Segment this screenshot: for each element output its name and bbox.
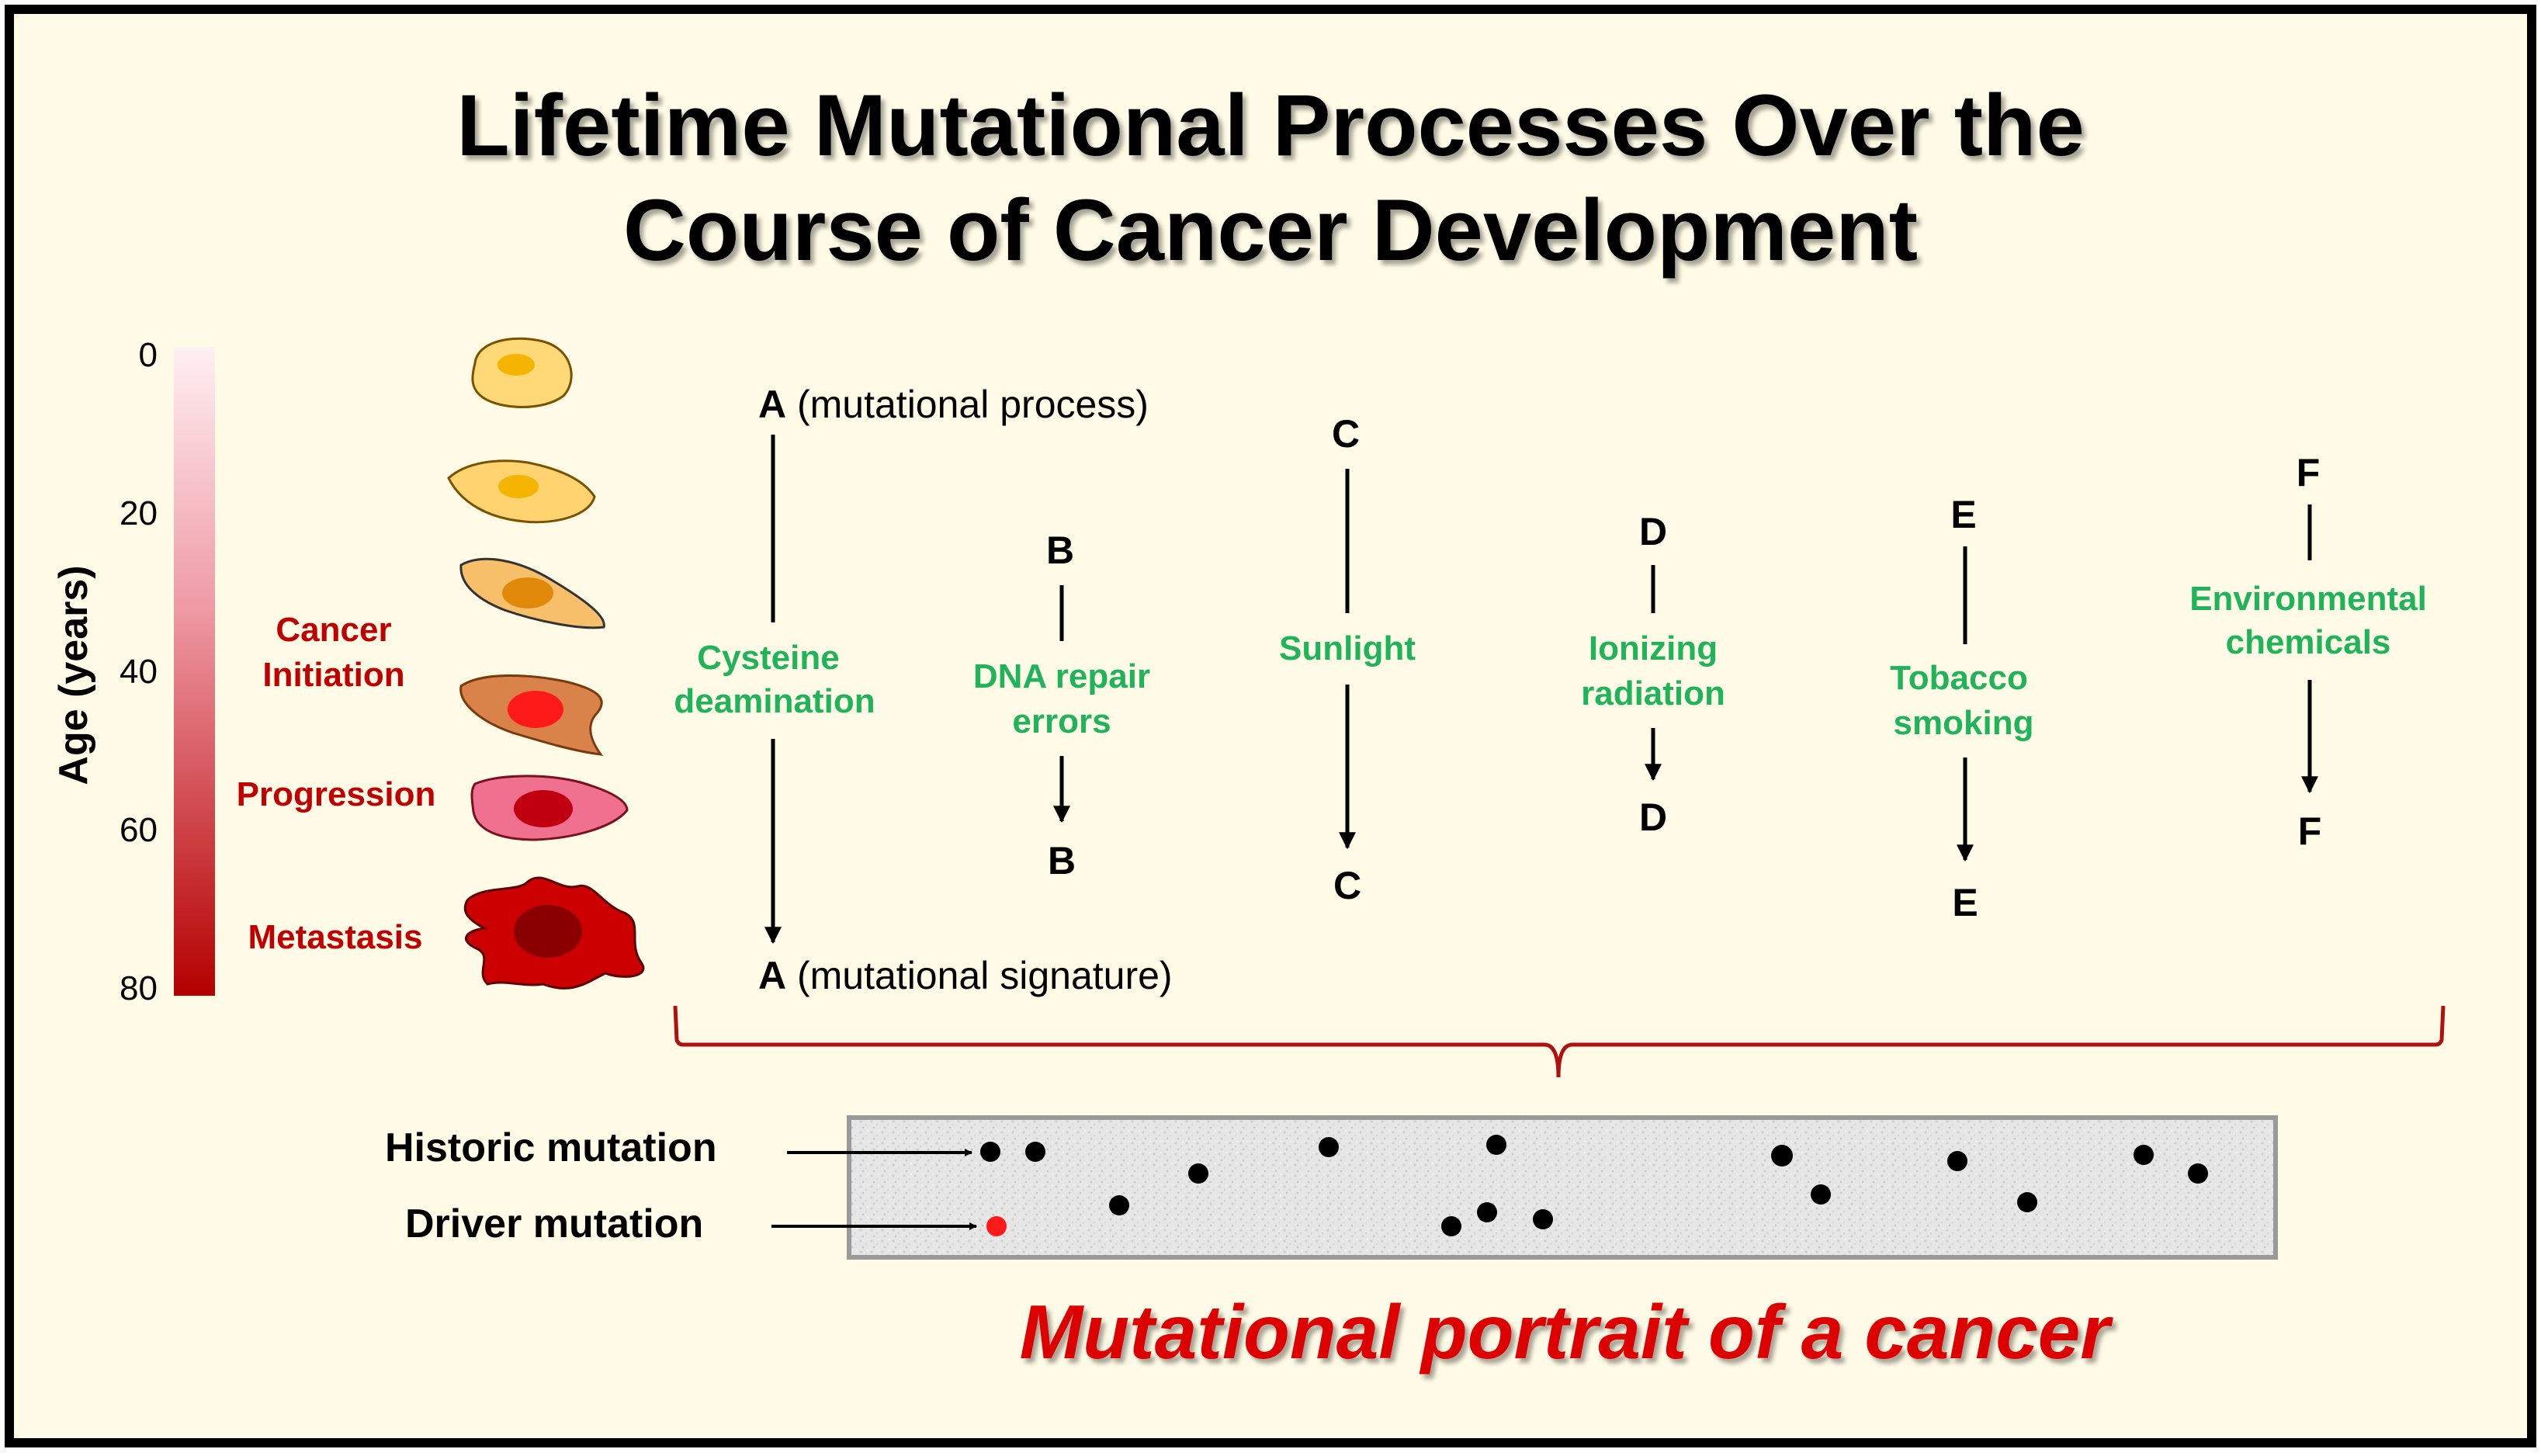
process-D-name-line-1: Ionizing [1589,629,1718,667]
process-D-start: D [1639,510,1667,553]
mutation-dot [1188,1163,1208,1184]
progressing-cancer-cell [470,775,629,841]
process-A-end: A (mutational signature) [758,954,1173,997]
process-column-C: C Sunlight C [1279,412,1416,907]
process-C-end: C [1333,864,1361,907]
process-column-A: A (mutational process) Cysteine deaminat… [674,383,1172,997]
age-tick-40: 40 [120,653,158,691]
process-F-start: F [2297,451,2321,494]
process-E-start: E [1950,493,1976,536]
process-A-start: A (mutational process) [758,383,1149,426]
mutation-dot [1025,1142,1045,1162]
mutation-dot [980,1142,1000,1162]
process-A-name-line-2: deamination [674,682,875,720]
normal-cell-1 [471,337,573,408]
process-E-name-line-1: Tobacco [1890,659,2028,697]
mutation-dot [2017,1192,2037,1212]
historic-mutation-label: Historic mutation [385,1125,717,1170]
process-F-name-line-1: Environmental [2189,580,2427,618]
age-gradient-bar [174,347,215,996]
normal-cell-2 [447,459,596,524]
mutation-dot [2134,1145,2154,1165]
process-A-name-line-1: Cysteine [697,639,839,677]
age-ticks: 0 20 40 60 80 [120,336,158,1007]
age-axis-label: Age (years) [51,565,96,785]
process-B-start: B [1046,529,1074,572]
mutation-dot [1947,1151,1967,1171]
stage-progression: Progression [237,775,436,813]
process-E-end: E [1952,881,1978,924]
metastatic-cancer-cell [463,876,645,990]
driver-mutation-label: Driver mutation [405,1201,703,1246]
driver-mutation-dot [986,1216,1007,1236]
age-tick-0: 0 [139,336,158,374]
process-column-B: B DNA repair errors B [973,529,1150,882]
historic-mutation-dots [980,1135,2208,1236]
process-F-end: F [2298,809,2322,853]
process-D-name-line-2: radiation [1581,674,1725,712]
process-B-name-line-2: errors [1012,702,1111,740]
title-line-2: Course of Cancer Development [623,182,1918,279]
stage-initiation-line-2: Initiation [262,656,404,694]
process-B-end: B [1048,839,1076,882]
process-column-F: F Environmental chemicals F [2189,451,2427,853]
process-D-end: D [1639,796,1667,839]
initiated-cancer-cell [459,674,604,756]
age-tick-60: 60 [120,811,158,849]
stage-metastasis: Metastasis [248,918,422,956]
process-C-name: Sunlight [1279,629,1416,667]
mutation-dot [1533,1209,1553,1229]
age-tick-80: 80 [120,969,158,1007]
stage-initiation-line-1: Cancer [276,611,391,649]
mutation-dot [1477,1202,1497,1222]
mutation-dot [1441,1216,1461,1236]
title-line-1: Lifetime Mutational Processes Over the [456,77,2085,174]
process-column-E: E Tobacco smoking E [1890,493,2033,924]
cell-progression-illustrations [447,337,645,990]
age-tick-20: 20 [120,494,158,532]
process-E-name-line-2: smoking [1894,704,2034,742]
mutation-dot [1109,1195,1129,1215]
process-F-name-line-2: chemicals [2226,623,2391,661]
summary-brace [673,1005,2446,1078]
mutation-dot [1771,1145,1793,1167]
mutation-dot [1319,1137,1339,1157]
mutation-dot [1811,1184,1831,1205]
portrait-caption: Mutational portrait of a cancer [1020,1289,2114,1375]
stage-labels: Cancer Initiation Progression Metastasis [237,611,436,956]
process-C-start: C [1332,412,1360,456]
mutation-dot [1486,1135,1506,1155]
mutation-dot [2188,1163,2208,1184]
process-B-name-line-1: DNA repair [973,657,1150,695]
process-column-D: D Ionizing radiation D [1581,510,1725,839]
page-title: Lifetime Mutational Processes Over the C… [456,77,2085,279]
genome-strip [847,1115,2278,1260]
transforming-cell [459,557,605,629]
